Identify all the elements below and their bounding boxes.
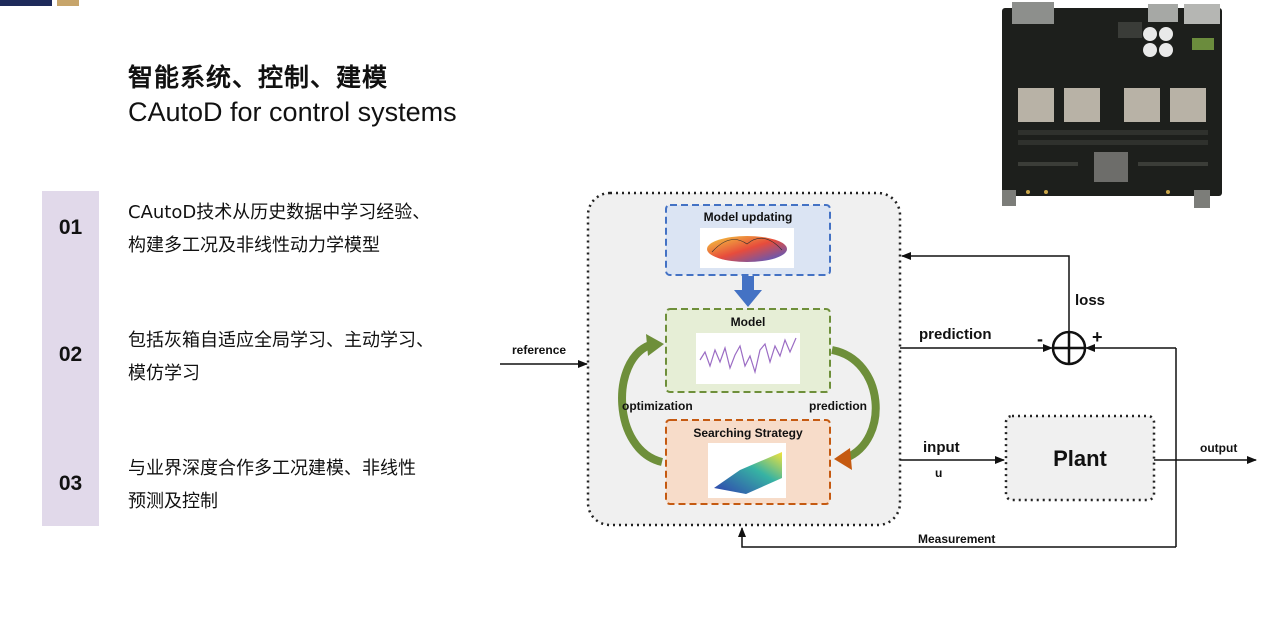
measurement-line (738, 527, 1176, 548)
list-item-line: 与业界深度合作多工况建模、非线性 (128, 458, 416, 479)
timeseries-line (699, 337, 797, 375)
list-item-line: CAutoD技术从历史数据中学习经验、 (128, 202, 431, 223)
optimization-arrow (618, 341, 664, 466)
model-updating-label: Model updating (704, 210, 793, 224)
plant-box (1004, 414, 1156, 502)
prediction-arrow (831, 346, 880, 462)
list-item-02: 包括灰箱自适应全局学习、主动学习、 模仿学习 (128, 324, 498, 390)
circuit-board-image (1002, 2, 1222, 208)
loss-label: loss (1075, 292, 1105, 309)
minus-sign: - (1037, 329, 1043, 349)
corner-accent-navy (0, 0, 52, 6)
item-number-01: 01 (58, 216, 83, 239)
down-arrow-icon (734, 276, 762, 307)
measurement-label: Measurement (918, 532, 995, 546)
output-label: output (1200, 441, 1237, 455)
reference-label: reference (512, 343, 566, 357)
item-number-03: 03 (58, 472, 83, 495)
plant-label: Plant (1053, 446, 1107, 471)
list-item-line: 预测及控制 (128, 491, 218, 512)
plus-sign: + (1092, 327, 1103, 347)
prediction-outer-label: prediction (919, 326, 992, 343)
page-title-cn: 智能系统、控制、建模 (128, 63, 389, 92)
surface3d-shape (714, 452, 782, 494)
list-item-line: 包括灰箱自适应全局学习、主动学习、 (128, 330, 434, 351)
input-label: input (923, 439, 960, 456)
list-item-line: 构建多工况及非线性动力学模型 (128, 235, 380, 256)
item-number-02: 02 (58, 343, 83, 366)
page-title-en: CAutoD for control systems (128, 97, 457, 127)
list-item-line: 模仿学习 (128, 363, 200, 384)
model-label: Model (731, 315, 766, 329)
optimization-label: optimization (622, 399, 693, 413)
list-item-03: 与业界深度合作多工况建模、非线性 预测及控制 (128, 452, 498, 518)
surface-plot-shape (707, 236, 787, 262)
number-sidebar (42, 191, 99, 526)
list-item-01: CAutoD技术从历史数据中学习经验、 构建多工况及非线性动力学模型 (128, 196, 498, 262)
loss-feedback-line (901, 252, 1070, 332)
timeseries-thumbnail (696, 333, 800, 384)
searching-strategy-label: Searching Strategy (693, 426, 803, 440)
corner-accent-gold (57, 0, 79, 6)
prediction-inner-label: prediction (809, 399, 867, 413)
input-u-label: u (935, 466, 942, 480)
